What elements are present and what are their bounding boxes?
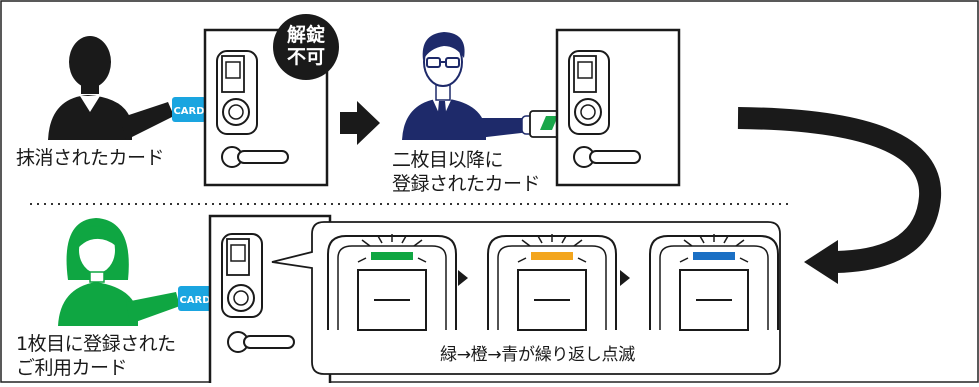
triangle-arrow-icon: [620, 270, 630, 286]
led-lock-unit: [327, 234, 457, 331]
scene3-label-line2: ご利用カード: [16, 357, 128, 379]
curved-arrow-icon: [737, 107, 942, 284]
unlock-denied-badge-text: 解錠 不可: [276, 24, 336, 68]
scene3-label-line1: 1枚目に登録された: [16, 333, 176, 355]
scene1-card: CARD: [172, 97, 206, 122]
scene2-label-line1: 二枚目以降に: [392, 149, 504, 171]
led-lock-unit: [649, 234, 779, 331]
scene1-label: 抹消されたカード: [16, 146, 165, 170]
badge-line-2: 不可: [286, 46, 325, 68]
badge-line-1: 解錠: [286, 24, 325, 46]
scene3-person: [58, 218, 180, 326]
scene3-card-text: CARD: [179, 295, 210, 306]
triangle-arrow-icon: [458, 270, 468, 286]
scene2-label-line2: 登録されたカード: [392, 173, 541, 195]
unlock-denied-badge: [273, 14, 339, 80]
led-caption: 緑→橙→青が繰り返し点滅: [440, 345, 635, 365]
led-lock-unit: [487, 234, 617, 331]
scene1-label-text: 抹消されたカード: [16, 147, 165, 169]
led-light: [693, 252, 735, 260]
scene1-card-text: CARD: [173, 106, 204, 117]
scene3-card: CARD: [178, 286, 212, 311]
right-arrow-icon: [340, 101, 380, 145]
scene1-person: [48, 36, 174, 140]
led-light: [371, 252, 413, 260]
scene2-label: 二枚目以降に 登録されたカード: [392, 148, 541, 196]
led-units: [327, 234, 779, 331]
scene3-label: 1枚目に登録された ご利用カード: [16, 332, 176, 380]
scene2-door: [555, 28, 681, 187]
led-light: [531, 252, 573, 260]
